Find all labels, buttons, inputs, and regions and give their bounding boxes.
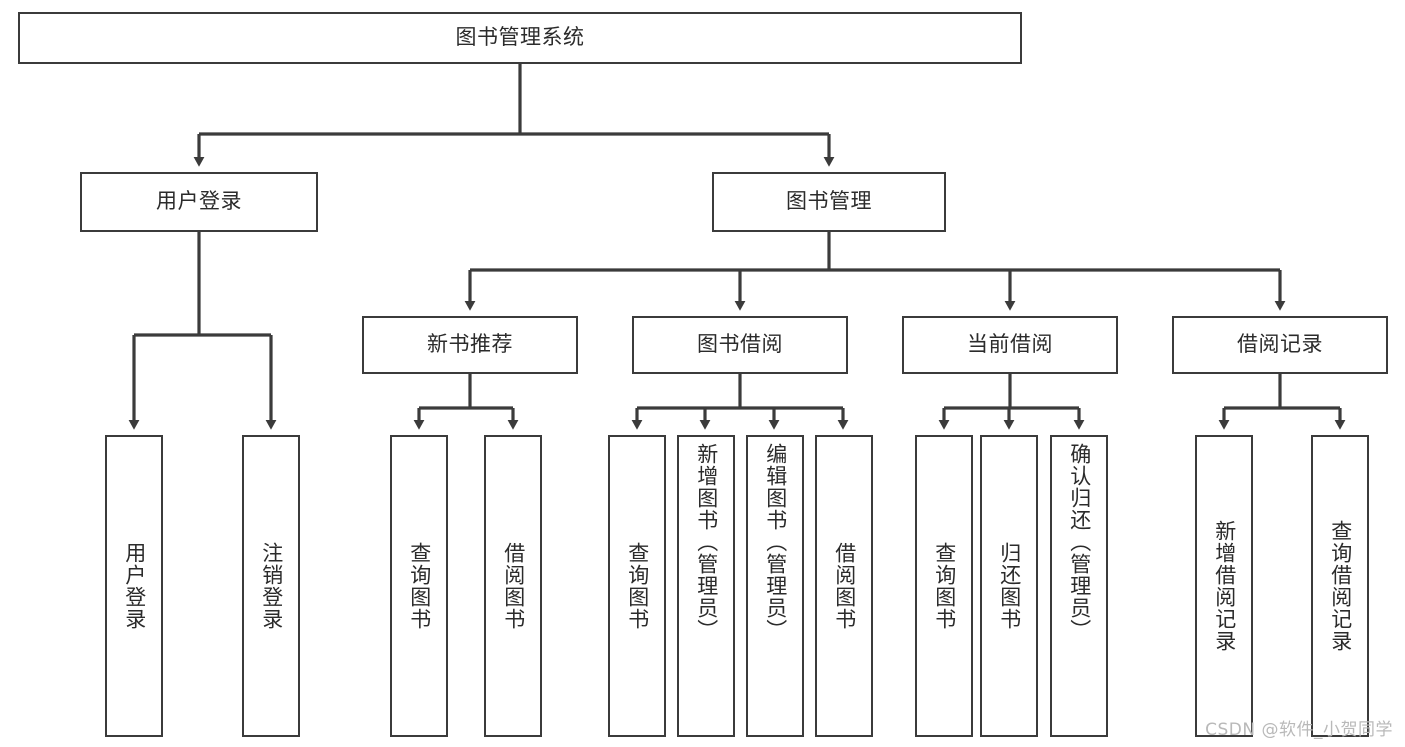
node-label: 借阅记录 (1237, 332, 1323, 357)
node-label: 确认归还（管理员） (1067, 443, 1092, 641)
node-label: 新增图书（管理员） (694, 443, 719, 641)
leaf-borrow-record-query-record[interactable]: 查询借阅记录 (1311, 435, 1369, 737)
leaf-user-login-logout[interactable]: 注销登录 (242, 435, 300, 737)
node-label: 图书借阅 (697, 332, 783, 357)
node-label: 查询图书 (625, 542, 650, 630)
node-label: 查询图书 (407, 542, 432, 630)
leaf-current-borrow-query-book[interactable]: 查询图书 (915, 435, 973, 737)
leaf-user-login-login[interactable]: 用户登录 (105, 435, 163, 737)
node-new-book-recommend[interactable]: 新书推荐 (362, 316, 578, 374)
node-root-book-management-system[interactable]: 图书管理系统 (18, 12, 1022, 64)
node-label: 用户登录 (122, 542, 147, 630)
node-label: 图书管理 (786, 189, 872, 214)
node-user-login[interactable]: 用户登录 (80, 172, 318, 232)
node-label: 新增借阅记录 (1212, 520, 1237, 652)
leaf-book-borrow-query-book[interactable]: 查询图书 (608, 435, 666, 737)
leaf-new-book-query-book[interactable]: 查询图书 (390, 435, 448, 737)
node-label: 归还图书 (997, 542, 1022, 630)
leaf-book-borrow-add-book-admin[interactable]: 新增图书（管理员） (677, 435, 735, 737)
leaf-book-borrow-edit-book-admin[interactable]: 编辑图书（管理员） (746, 435, 804, 737)
node-borrow-record[interactable]: 借阅记录 (1172, 316, 1388, 374)
node-current-borrow[interactable]: 当前借阅 (902, 316, 1118, 374)
node-book-borrow[interactable]: 图书借阅 (632, 316, 848, 374)
leaf-new-book-borrow-book[interactable]: 借阅图书 (484, 435, 542, 737)
leaf-current-borrow-return-book[interactable]: 归还图书 (980, 435, 1038, 737)
node-label: 编辑图书（管理员） (763, 443, 788, 641)
node-label: 查询图书 (932, 542, 957, 630)
leaf-borrow-record-add-record[interactable]: 新增借阅记录 (1195, 435, 1253, 737)
node-label: 注销登录 (259, 542, 284, 630)
node-label: 借阅图书 (501, 542, 526, 630)
node-book-management[interactable]: 图书管理 (712, 172, 946, 232)
node-label: 借阅图书 (832, 542, 857, 630)
node-label: 新书推荐 (427, 332, 513, 357)
leaf-current-borrow-confirm-return-admin[interactable]: 确认归还（管理员） (1050, 435, 1108, 737)
node-label: 图书管理系统 (455, 25, 585, 50)
node-label: 用户登录 (156, 189, 242, 214)
watermark: CSDN @软件_小贺同学 (1205, 720, 1393, 740)
node-label: 查询借阅记录 (1328, 520, 1353, 652)
node-label: 当前借阅 (967, 332, 1053, 357)
leaf-book-borrow-borrow-book[interactable]: 借阅图书 (815, 435, 873, 737)
